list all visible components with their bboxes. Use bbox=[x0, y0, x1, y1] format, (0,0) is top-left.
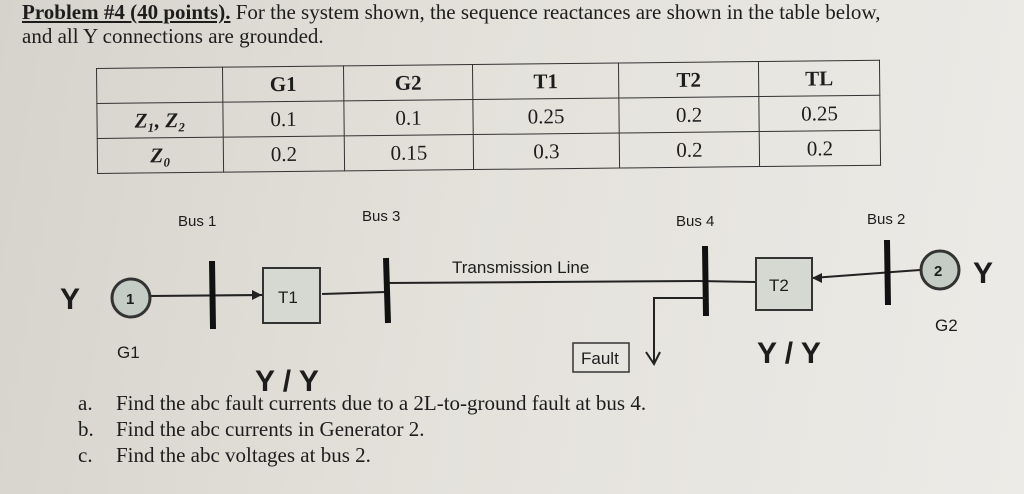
t2-box bbox=[755, 257, 813, 311]
t2-to-g2-line bbox=[811, 269, 921, 279]
arrow-into-t2 bbox=[812, 273, 822, 283]
g1-to-t1-line bbox=[149, 294, 263, 297]
fault-box bbox=[572, 342, 630, 373]
question-text: Find the abc currents in Generator 2. bbox=[116, 417, 425, 441]
g2-y-label: Y bbox=[973, 257, 993, 290]
list-item: b. Find the abc currents in Generator 2. bbox=[78, 416, 646, 442]
g1-y-label: Y bbox=[60, 283, 80, 316]
list-item: a. Find the abc fault currents due to a … bbox=[78, 390, 646, 416]
question-letter: b. bbox=[78, 417, 94, 441]
problem-statement: Problem #4 (40 points). For the system s… bbox=[22, 0, 1012, 48]
g1-label: G1 bbox=[117, 343, 140, 362]
question-text: Find the abc fault currents due to a 2L-… bbox=[116, 391, 647, 415]
fault-arrow-icon bbox=[645, 351, 661, 366]
question-letter: c. bbox=[78, 443, 93, 467]
problem-text-line2: and all Y connections are grounded. bbox=[22, 24, 324, 48]
fault-label: Fault bbox=[581, 349, 619, 368]
arrow-into-t1 bbox=[252, 290, 262, 300]
t1-connection-label: Y / Y bbox=[255, 365, 319, 398]
question-text: Find the abc voltages at bus 2. bbox=[116, 443, 371, 467]
list-item: c. Find the abc voltages at bus 2. bbox=[78, 442, 646, 468]
g2-label: G2 bbox=[935, 316, 958, 335]
fault-path bbox=[653, 297, 705, 362]
bus1-label: Bus 1 bbox=[178, 213, 216, 230]
g1-circle bbox=[110, 277, 152, 319]
transmission-line-label: Transmission Line bbox=[452, 258, 589, 277]
bus4-bar bbox=[702, 245, 709, 317]
g1-number: 1 bbox=[126, 291, 134, 308]
problem-heading: Problem #4 (40 points). bbox=[22, 0, 231, 24]
g2-number: 2 bbox=[934, 263, 942, 280]
bus2-bar bbox=[884, 239, 891, 306]
bus1-bar bbox=[209, 260, 216, 330]
question-letter: a. bbox=[78, 391, 93, 415]
bus3-bar bbox=[383, 257, 391, 324]
t2-connection-label: Y / Y bbox=[757, 337, 821, 370]
t1-label: T1 bbox=[278, 288, 298, 307]
problem-text-line1: For the system shown, the sequence react… bbox=[230, 0, 881, 24]
t1-to-bus3-line bbox=[321, 291, 387, 295]
bus3-label: Bus 3 bbox=[362, 208, 400, 225]
t2-label: T2 bbox=[769, 276, 789, 295]
t1-box bbox=[262, 267, 321, 324]
g2-circle bbox=[919, 249, 961, 291]
question-list: a. Find the abc fault currents due to a … bbox=[78, 390, 646, 468]
bus2-label: Bus 2 bbox=[867, 211, 905, 228]
transmission-line bbox=[385, 280, 699, 284]
bus4-label: Bus 4 bbox=[676, 213, 714, 230]
